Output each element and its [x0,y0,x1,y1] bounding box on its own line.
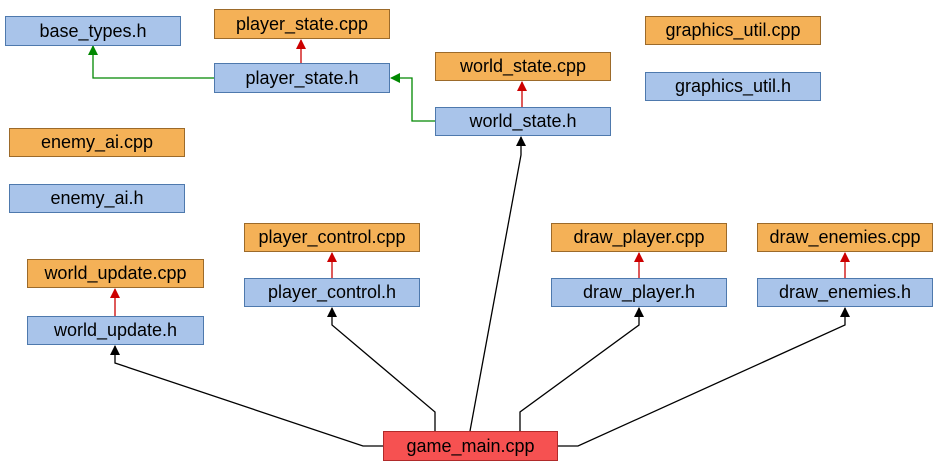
edge-world-state-to-player-state [390,73,436,122]
edge-main-to-draw-player [519,307,644,431]
node-player-control-cpp[interactable]: player_control.cpp [244,223,420,252]
node-player-state-cpp[interactable]: player_state.cpp [214,9,390,39]
node-world-state-h[interactable]: world_state.h [435,107,611,136]
node-enemy-ai-h[interactable]: enemy_ai.h [9,184,185,213]
node-draw-player-h[interactable]: draw_player.h [551,278,727,307]
node-enemy-ai-cpp[interactable]: enemy_ai.cpp [9,128,185,157]
edge-player-state-to-base-types [88,45,215,79]
edge-main-to-world-update [110,345,383,447]
node-graphics-util-h[interactable]: graphics_util.h [645,72,821,101]
node-draw-enemies-cpp[interactable]: draw_enemies.cpp [757,223,933,252]
node-world-state-cpp[interactable]: world_state.cpp [435,52,611,81]
node-draw-enemies-h[interactable]: draw_enemies.h [757,278,933,307]
node-base-types-h[interactable]: base_types.h [5,16,181,46]
node-player-state-h[interactable]: player_state.h [214,63,390,93]
node-draw-player-cpp[interactable]: draw_player.cpp [551,223,727,252]
edge-main-to-draw-enemies [558,307,850,447]
node-world-update-cpp[interactable]: world_update.cpp [27,259,204,288]
node-game-main-cpp[interactable]: game_main.cpp [383,431,558,461]
node-player-control-h[interactable]: player_control.h [244,278,420,307]
node-graphics-util-cpp[interactable]: graphics_util.cpp [645,16,821,45]
edge-main-to-world-state [469,136,526,432]
edge-main-to-player-control [327,307,436,431]
node-world-update-h[interactable]: world_update.h [27,316,204,345]
